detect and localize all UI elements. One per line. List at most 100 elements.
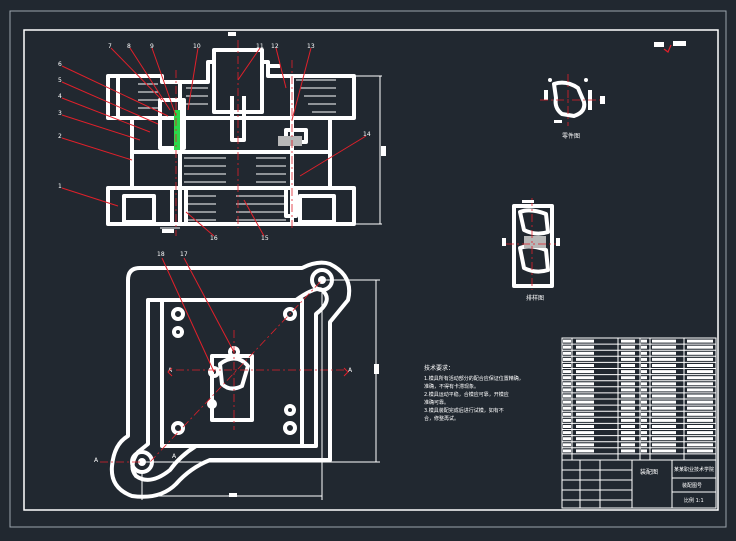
- parts-list-cell: [641, 412, 647, 416]
- parts-list-cell: [641, 388, 647, 392]
- part-label-14: 14: [363, 131, 371, 138]
- parts-list-cell: [563, 351, 571, 355]
- parts-list-cell: [652, 388, 676, 392]
- part-label-4: 4: [58, 93, 62, 100]
- parts-list-cell: [576, 382, 594, 386]
- parts-list-cell: [621, 431, 635, 435]
- parts-list-cell: [563, 443, 571, 447]
- parts-list-cell: [621, 449, 635, 453]
- part-label-13: 13: [307, 43, 315, 50]
- parts-list-cell: [652, 351, 676, 355]
- parts-list-cell: [652, 357, 676, 361]
- part-label-8: 8: [127, 43, 131, 50]
- parts-list-cell: [652, 425, 676, 428]
- parts-list-cell: [641, 339, 647, 343]
- parts-list-cell: [687, 364, 713, 367]
- parts-list-cell: [652, 382, 676, 386]
- parts-list-cell: [641, 418, 647, 422]
- parts-list-cell: [576, 425, 594, 428]
- parts-list-cell: [621, 351, 635, 355]
- tech-req-line-4: 准确可靠。: [424, 399, 449, 406]
- tech-req-line-3: 2.模具运动平稳，合模应可靠，开模应: [424, 391, 509, 398]
- parts-list-cell: [687, 431, 713, 435]
- parts-list-cell: [652, 418, 676, 422]
- outer-frame: [9, 10, 727, 528]
- parts-list-cell: [576, 400, 594, 404]
- parts-list-cell: [563, 449, 571, 453]
- parts-list-cell: [652, 412, 676, 416]
- title-school: 某某职业技术学院: [674, 466, 714, 473]
- parts-list-cell: [621, 406, 635, 410]
- parts-list-cell: [563, 388, 571, 392]
- parts-list-cell: [687, 345, 713, 349]
- parts-list-cell: [687, 376, 713, 380]
- parts-list-cell: [563, 412, 571, 416]
- parts-list-cell: [576, 418, 594, 422]
- parts-list-cell: [641, 376, 647, 380]
- part-label-15: 15: [261, 235, 269, 242]
- parts-list-cell: [687, 400, 713, 404]
- parts-list-cell: [652, 370, 676, 374]
- parts-list-cell: [621, 394, 635, 398]
- parts-list-cell: [576, 394, 594, 398]
- parts-list-cell: [563, 400, 571, 404]
- parts-list-cell: [621, 418, 635, 422]
- part-label-5: 5: [58, 77, 62, 84]
- part-label-3: 3: [58, 110, 62, 117]
- parts-list-cell: [563, 418, 571, 422]
- parts-list-cell: [621, 388, 635, 392]
- front-section-view: [106, 32, 386, 236]
- part-label-10: 10: [193, 43, 201, 50]
- part-label-7: 7: [108, 43, 112, 50]
- parts-list-cell: [641, 394, 647, 398]
- parts-list-cell: [563, 370, 571, 374]
- parts-list-cell: [652, 345, 676, 349]
- parts-list-cell: [621, 400, 635, 404]
- parts-list-cell: [576, 388, 594, 392]
- part-view: 零件图: [540, 74, 605, 140]
- parts-list-cell: [576, 431, 594, 435]
- parts-list-cell: [641, 382, 647, 386]
- parts-list-cell: [641, 357, 647, 361]
- part-label-11: 11: [256, 43, 264, 50]
- parts-list-cell: [621, 382, 635, 386]
- parts-list-cell: [652, 364, 676, 367]
- parts-list-cell: [621, 376, 635, 380]
- parts-list: [561, 337, 717, 461]
- part-label-9: 9: [150, 43, 154, 50]
- parts-list-cell: [621, 357, 635, 361]
- part-label-6: 6: [58, 61, 62, 68]
- corner-stamp: [654, 41, 686, 53]
- parts-list-cell: [641, 406, 647, 410]
- section-mark-left: A: [168, 367, 173, 374]
- tech-req-line-2: 准确，不得有卡滞现象。: [424, 383, 479, 390]
- parts-list-cell: [576, 364, 594, 367]
- parts-list-cell: [687, 406, 713, 410]
- parts-list-cell: [576, 449, 594, 453]
- parts-list-cell: [641, 370, 647, 374]
- parts-list-cell: [621, 412, 635, 416]
- parts-list-cell: [621, 345, 635, 349]
- parts-list-cell: [652, 449, 676, 453]
- parts-list-cell: [687, 357, 713, 361]
- parts-list-cell: [641, 425, 647, 428]
- tech-req-line-5: 3.模具装配完成后进行试模，如有不: [424, 407, 504, 414]
- parts-list-cell: [641, 351, 647, 355]
- parts-list-cell: [563, 364, 571, 367]
- parts-list-cell: [687, 339, 713, 343]
- part-number-labels: 1 2 3 4 5 6 7 8 9 10 11 12 13 14 15 16: [58, 43, 371, 242]
- parts-list-cell: [576, 357, 594, 361]
- parts-list-cell: [687, 351, 713, 355]
- parts-list-cell: [687, 443, 713, 447]
- parts-list-cell: [687, 449, 713, 453]
- section-mark-bottom-mid: A: [172, 453, 177, 460]
- parts-list-cell: [652, 376, 676, 380]
- parts-list-cell: [652, 339, 676, 343]
- parts-list-cell: [576, 345, 594, 349]
- parts-list-cell: [576, 351, 594, 355]
- leader-lines: [61, 47, 367, 237]
- section-mark-right: A: [348, 367, 353, 374]
- title-scale: 比例 1:1: [684, 497, 704, 504]
- parts-list-cell: [621, 443, 635, 447]
- tech-req-title: 技术要求：: [424, 364, 454, 372]
